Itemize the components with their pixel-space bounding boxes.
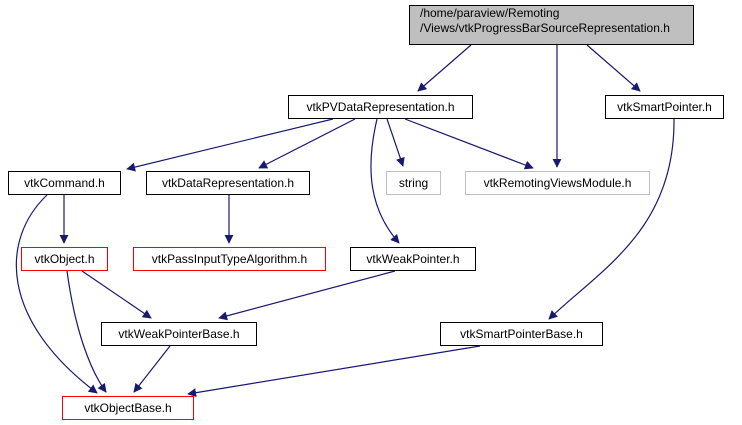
node-root-line-1: /home/paraview/Remoting bbox=[420, 6, 560, 20]
node-string: string bbox=[386, 171, 441, 195]
node-vtkobjectbase[interactable]: vtkObjectBase.h bbox=[62, 396, 194, 420]
edge-object-to-weakbase bbox=[81, 270, 152, 319]
node-vtkdatarepresentation[interactable]: vtkDataRepresentation.h bbox=[146, 171, 310, 195]
node-root-line-2: /Views/vtkProgressBarSourceRepresentatio… bbox=[420, 21, 670, 35]
node-vtkpvdatarepresentation[interactable]: vtkPVDataRepresentation.h bbox=[288, 95, 473, 119]
node-root: /home/paraview/Remoting /Views/vtkProgre… bbox=[409, 5, 694, 45]
edge-pvdata-to-command bbox=[126, 118, 334, 172]
node-vtkremotingviewsmodule: vtkRemotingViewsModule.h bbox=[465, 171, 650, 195]
edge-weakptr-to-weakbase bbox=[218, 270, 396, 321]
edge-command-to-objbase bbox=[15, 194, 98, 394]
edge-pvdata-to-weakptr bbox=[370, 118, 400, 244]
edge-pvdata-to-datarep bbox=[258, 118, 356, 169]
node-vtkobject[interactable]: vtkObject.h bbox=[21, 247, 108, 271]
edge-root-to-smartptr bbox=[586, 44, 641, 92]
node-vtkweakpointer[interactable]: vtkWeakPointer.h bbox=[350, 247, 476, 271]
node-vtkweakpointerbase[interactable]: vtkWeakPointerBase.h bbox=[101, 322, 257, 346]
edge-smartptr-to-smartbase bbox=[548, 118, 675, 320]
edge-weakbase-to-objbase bbox=[133, 345, 171, 393]
edge-smartbase-to-objbase bbox=[187, 345, 481, 398]
edge-pvdata-to-string bbox=[386, 118, 405, 167]
edge-object-to-objbase bbox=[66, 270, 107, 393]
node-vtksmartpointer[interactable]: vtkSmartPointer.h bbox=[605, 95, 724, 119]
edge-root-to-pvdata bbox=[417, 44, 472, 92]
edge-pvdata-to-module bbox=[404, 118, 534, 170]
node-vtkpassinputtypealgorithm[interactable]: vtkPassInputTypeAlgorithm.h bbox=[133, 247, 326, 271]
node-vtksmartpointerbase[interactable]: vtkSmartPointerBase.h bbox=[440, 322, 603, 346]
node-vtkcommand[interactable]: vtkCommand.h bbox=[8, 171, 121, 195]
